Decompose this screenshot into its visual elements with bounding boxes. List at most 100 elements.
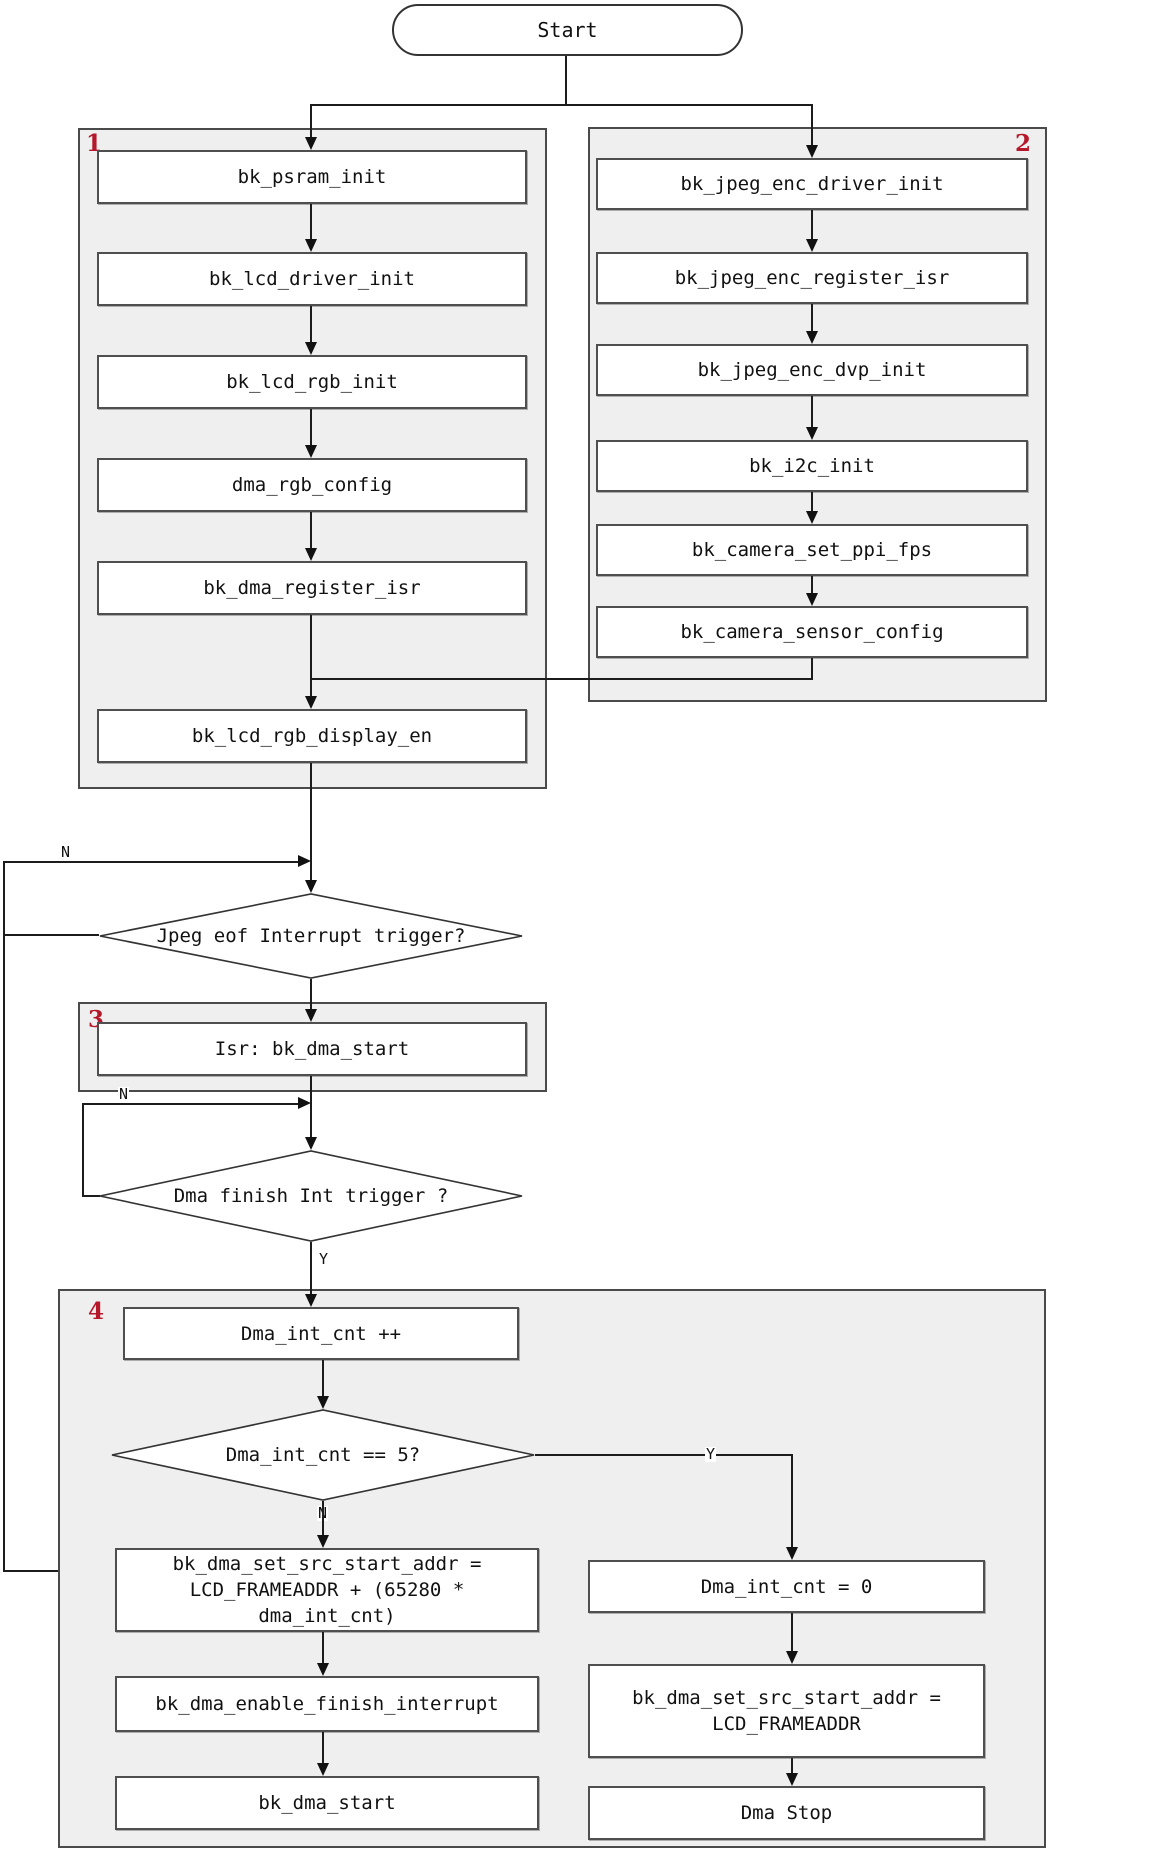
flow-line	[791, 1758, 793, 1773]
step-bk-lcd-driver-init: bk_lcd_driver_init	[97, 252, 527, 306]
flow-line	[791, 1613, 793, 1651]
start-terminator: Start	[392, 4, 743, 56]
step-bk-dma-start: bk_dma_start	[115, 1776, 539, 1830]
decision-jpeg-eof-diamond	[99, 893, 523, 979]
step-bk-i2c-init: bk_i2c_init	[596, 440, 1028, 492]
step-label: Dma_int_cnt = 0	[700, 1575, 873, 1598]
flow-line	[811, 576, 813, 593]
flow-line	[310, 104, 312, 137]
flow-line	[811, 304, 813, 331]
branch-label-yes-2: Y	[705, 1445, 717, 1463]
step-label: bk_i2c_init	[749, 455, 875, 477]
step-label: bk_lcd_rgb_display_en	[191, 725, 433, 747]
flow-line	[811, 658, 813, 680]
flow-line	[3, 934, 99, 936]
arrowhead-down	[786, 1547, 798, 1560]
step-bk-camera-set-ppi-fps: bk_camera_set_ppi_fps	[596, 524, 1028, 576]
arrowhead-down	[806, 593, 818, 606]
step-label: bk_dma_start	[258, 1792, 396, 1814]
arrowhead-down	[317, 1535, 329, 1548]
arrowhead-down	[305, 137, 317, 150]
arrowhead-down	[305, 1137, 317, 1150]
step-bk-camera-sensor-config: bk_camera_sensor_config	[596, 606, 1028, 658]
arrowhead-down	[806, 331, 818, 344]
step-label: bk_lcd_driver_init	[209, 268, 415, 290]
arrowhead-down	[317, 1396, 329, 1409]
arrowhead-down	[305, 880, 317, 893]
flow-line	[811, 104, 813, 145]
branch-label-no-1: N	[60, 843, 72, 861]
flow-line	[565, 56, 567, 105]
arrowhead-down	[806, 239, 818, 252]
step-label: bk_jpeg_enc_driver_init	[680, 173, 944, 195]
branch-label-yes-1: Y	[318, 1250, 330, 1268]
arrowhead-down	[317, 1663, 329, 1676]
flow-line	[310, 104, 813, 106]
flow-line	[3, 861, 298, 863]
step-bk-dma-set-src-start-addr-base: bk_dma_set_src_start_addr = LCD_FRAMEADD…	[588, 1664, 985, 1758]
step-label: bk_camera_set_ppi_fps	[691, 539, 933, 561]
step-dma-int-cnt-increment: Dma_int_cnt ++	[123, 1307, 519, 1360]
step-label: Isr: bk_dma_start	[214, 1038, 410, 1060]
arrowhead-down	[305, 239, 317, 252]
step-label: bk_dma_register_isr	[203, 577, 421, 599]
step-label: bk_camera_sensor_config	[680, 621, 944, 643]
decision-dma-int-cnt-diamond	[111, 1409, 535, 1501]
decision-dma-finish-label: Dma finish Int trigger ?	[173, 1185, 449, 1207]
flow-line	[322, 1732, 324, 1763]
arrowhead-down	[305, 548, 317, 561]
flow-line	[3, 861, 5, 1571]
step-label: bk_jpeg_enc_dvp_init	[697, 359, 927, 381]
arrowhead-down	[305, 1294, 317, 1307]
group-2-number: 2	[1015, 130, 1032, 157]
step-label: Dma Stop	[740, 1802, 833, 1824]
arrowhead-down	[305, 342, 317, 355]
step-bk-jpeg-enc-driver-init: bk_jpeg_enc_driver_init	[596, 158, 1028, 210]
flow-line	[811, 492, 813, 511]
step-bk-lcd-rgb-init: bk_lcd_rgb_init	[97, 355, 527, 409]
flow-line	[811, 396, 813, 427]
step-label: bk_psram_init	[237, 166, 387, 188]
step-dma-rgb-config: dma_rgb_config	[97, 458, 527, 512]
step-label: bk_lcd_rgb_init	[226, 371, 398, 393]
flow-line	[310, 1242, 312, 1294]
flow-line	[310, 615, 312, 696]
decision-jpeg-eof-label: Jpeg eof Interrupt trigger?	[156, 925, 466, 947]
step-label: bk_dma_set_src_start_addr = LCD_FRAMEADD…	[632, 1687, 941, 1735]
arrowhead-right	[298, 855, 311, 867]
step-bk-dma-enable-finish-interrupt: bk_dma_enable_finish_interrupt	[115, 1676, 539, 1732]
arrowhead-right	[298, 1097, 311, 1109]
arrowhead-down	[786, 1773, 798, 1786]
arrowhead-down	[305, 445, 317, 458]
flow-line	[82, 1103, 84, 1197]
step-label: Dma_int_cnt ++	[240, 1322, 402, 1345]
arrowhead-down	[806, 511, 818, 524]
step-dma-stop: Dma Stop	[588, 1786, 985, 1840]
arrowhead-down	[305, 696, 317, 709]
flow-line	[310, 306, 312, 342]
flow-line	[82, 1103, 298, 1105]
step-label: dma_rgb_config	[231, 474, 393, 496]
step-bk-lcd-rgb-display-en: bk_lcd_rgb_display_en	[97, 709, 527, 763]
flow-line	[310, 979, 312, 1009]
flow-line	[310, 204, 312, 239]
flow-line	[322, 1632, 324, 1663]
arrowhead-down	[786, 1651, 798, 1664]
step-label: bk_dma_enable_finish_interrupt	[155, 1693, 499, 1715]
arrowhead-down	[305, 1009, 317, 1022]
step-bk-psram-init: bk_psram_init	[97, 150, 527, 204]
arrowhead-down	[806, 145, 818, 158]
step-isr-bk-dma-start: Isr: bk_dma_start	[97, 1022, 527, 1076]
flow-line	[82, 1195, 100, 1197]
flow-line	[3, 1570, 58, 1572]
arrowhead-down	[806, 427, 818, 440]
step-label: bk_dma_set_src_start_addr = LCD_FRAMEADD…	[172, 1553, 482, 1627]
step-label: bk_jpeg_enc_register_isr	[674, 267, 950, 289]
flow-line	[310, 409, 312, 445]
arrowhead-down	[317, 1763, 329, 1776]
start-label: Start	[537, 18, 598, 42]
group-1-number: 1	[86, 130, 103, 157]
decision-dma-finish-diamond	[99, 1150, 523, 1242]
decision-dma-int-cnt-label: Dma_int_cnt == 5?	[225, 1444, 421, 1466]
